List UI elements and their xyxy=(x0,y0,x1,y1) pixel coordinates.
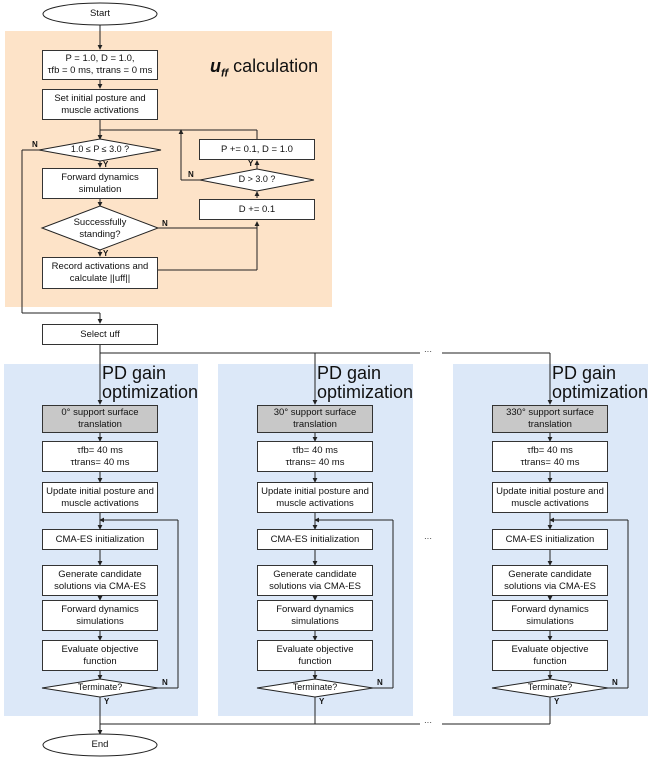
label-y: Y xyxy=(104,697,110,706)
terminate-diamond xyxy=(491,678,609,698)
tau-trans: τtrans= 40 ms xyxy=(70,456,130,468)
uff-calculation-title: uff calculation xyxy=(210,56,319,80)
label-n: N xyxy=(162,678,168,687)
ellipsis: ··· xyxy=(424,718,432,727)
generate-solutions-box: Generate candidate solutions via CMA-ES xyxy=(42,565,158,596)
standing-label: Successfully standing? xyxy=(73,217,127,240)
ellipsis: ··· xyxy=(424,534,432,543)
update-posture-box: Update initial posture and muscle activa… xyxy=(42,482,158,513)
p-check-label: 1.0 ≤ P ≤ 3.0 ? xyxy=(70,144,130,155)
label-y: Y xyxy=(103,160,109,169)
tau-trans: τtrans= 40 ms xyxy=(520,456,580,468)
pd-title-line1: PD gain xyxy=(317,363,382,383)
d-increment-box: D += 0.1 xyxy=(199,199,315,220)
terminate-label: Terminate? xyxy=(292,682,338,693)
pd-title-line1: PD gain xyxy=(552,363,617,383)
forward-dynamics-box: Forward dynamics simulations xyxy=(257,600,373,631)
label-n: N xyxy=(377,678,383,687)
support-surface-box: 30° support surface translation xyxy=(257,405,373,433)
support-surface-box: 0° support surface translation xyxy=(42,405,158,433)
terminate-diamond xyxy=(256,678,374,698)
tau-trans: τtrans= 40 ms xyxy=(285,456,345,468)
start-label: Start xyxy=(89,8,111,20)
p-increment-box: P += 0.1, D = 1.0 xyxy=(199,139,315,160)
pd-title-line2: optimization xyxy=(317,381,414,402)
pd-title-line2: optimization xyxy=(552,381,649,402)
generate-solutions-box: Generate candidate solutions via CMA-ES xyxy=(257,565,373,596)
end-label: End xyxy=(91,739,109,751)
label-y: Y xyxy=(554,697,560,706)
terminate-label: Terminate? xyxy=(527,682,573,693)
label-y: Y xyxy=(319,697,325,706)
pd-title-line1: PD gain xyxy=(102,363,167,383)
evaluate-objective-box: Evaluate objective function xyxy=(257,640,373,671)
evaluate-objective-box: Evaluate objective function xyxy=(42,640,158,671)
terminate-diamond xyxy=(41,678,159,698)
label-n: N xyxy=(188,170,194,179)
forward-dynamics-box: Forward dynamics simulation xyxy=(42,168,158,199)
generate-solutions-box: Generate candidate solutions via CMA-ES xyxy=(492,565,608,596)
pd-title-line2: optimization xyxy=(102,381,199,402)
update-posture-box: Update initial posture and muscle activa… xyxy=(492,482,608,513)
d-check-label: D > 3.0 ? xyxy=(238,174,276,185)
label-n: N xyxy=(32,140,38,149)
ellipsis: ··· xyxy=(424,347,432,356)
end-terminal xyxy=(42,733,158,757)
label-y: Y xyxy=(103,249,109,258)
cma-init-box: CMA-ES initialization xyxy=(492,529,608,550)
label-n: N xyxy=(162,219,168,228)
init-parameters-box: P = 1.0, D = 1.0,τfb = 0 ms, τtrans = 0 … xyxy=(42,50,158,80)
terminate-label: Terminate? xyxy=(77,682,123,693)
evaluate-objective-box: Evaluate objective function xyxy=(492,640,608,671)
cma-init-box: CMA-ES initialization xyxy=(257,529,373,550)
set-posture-box: Set initial posture and muscle activatio… xyxy=(42,89,158,120)
select-uff-box: Select uff xyxy=(42,324,158,345)
label-y: Y xyxy=(248,159,254,168)
cma-init-box: CMA-ES initialization xyxy=(42,529,158,550)
label-n: N xyxy=(612,678,618,687)
d-check-diamond xyxy=(199,168,315,192)
support-surface-box: 330° support surface translation xyxy=(492,405,608,433)
update-posture-box: Update initial posture and muscle activa… xyxy=(257,482,373,513)
tau-fb: τfb= 40 ms xyxy=(527,444,573,456)
tau-fb: τfb= 40 ms xyxy=(77,444,123,456)
tau-fb: τfb= 40 ms xyxy=(292,444,338,456)
forward-dynamics-box: Forward dynamics simulations xyxy=(492,600,608,631)
forward-dynamics-box: Forward dynamics simulations xyxy=(42,600,158,631)
